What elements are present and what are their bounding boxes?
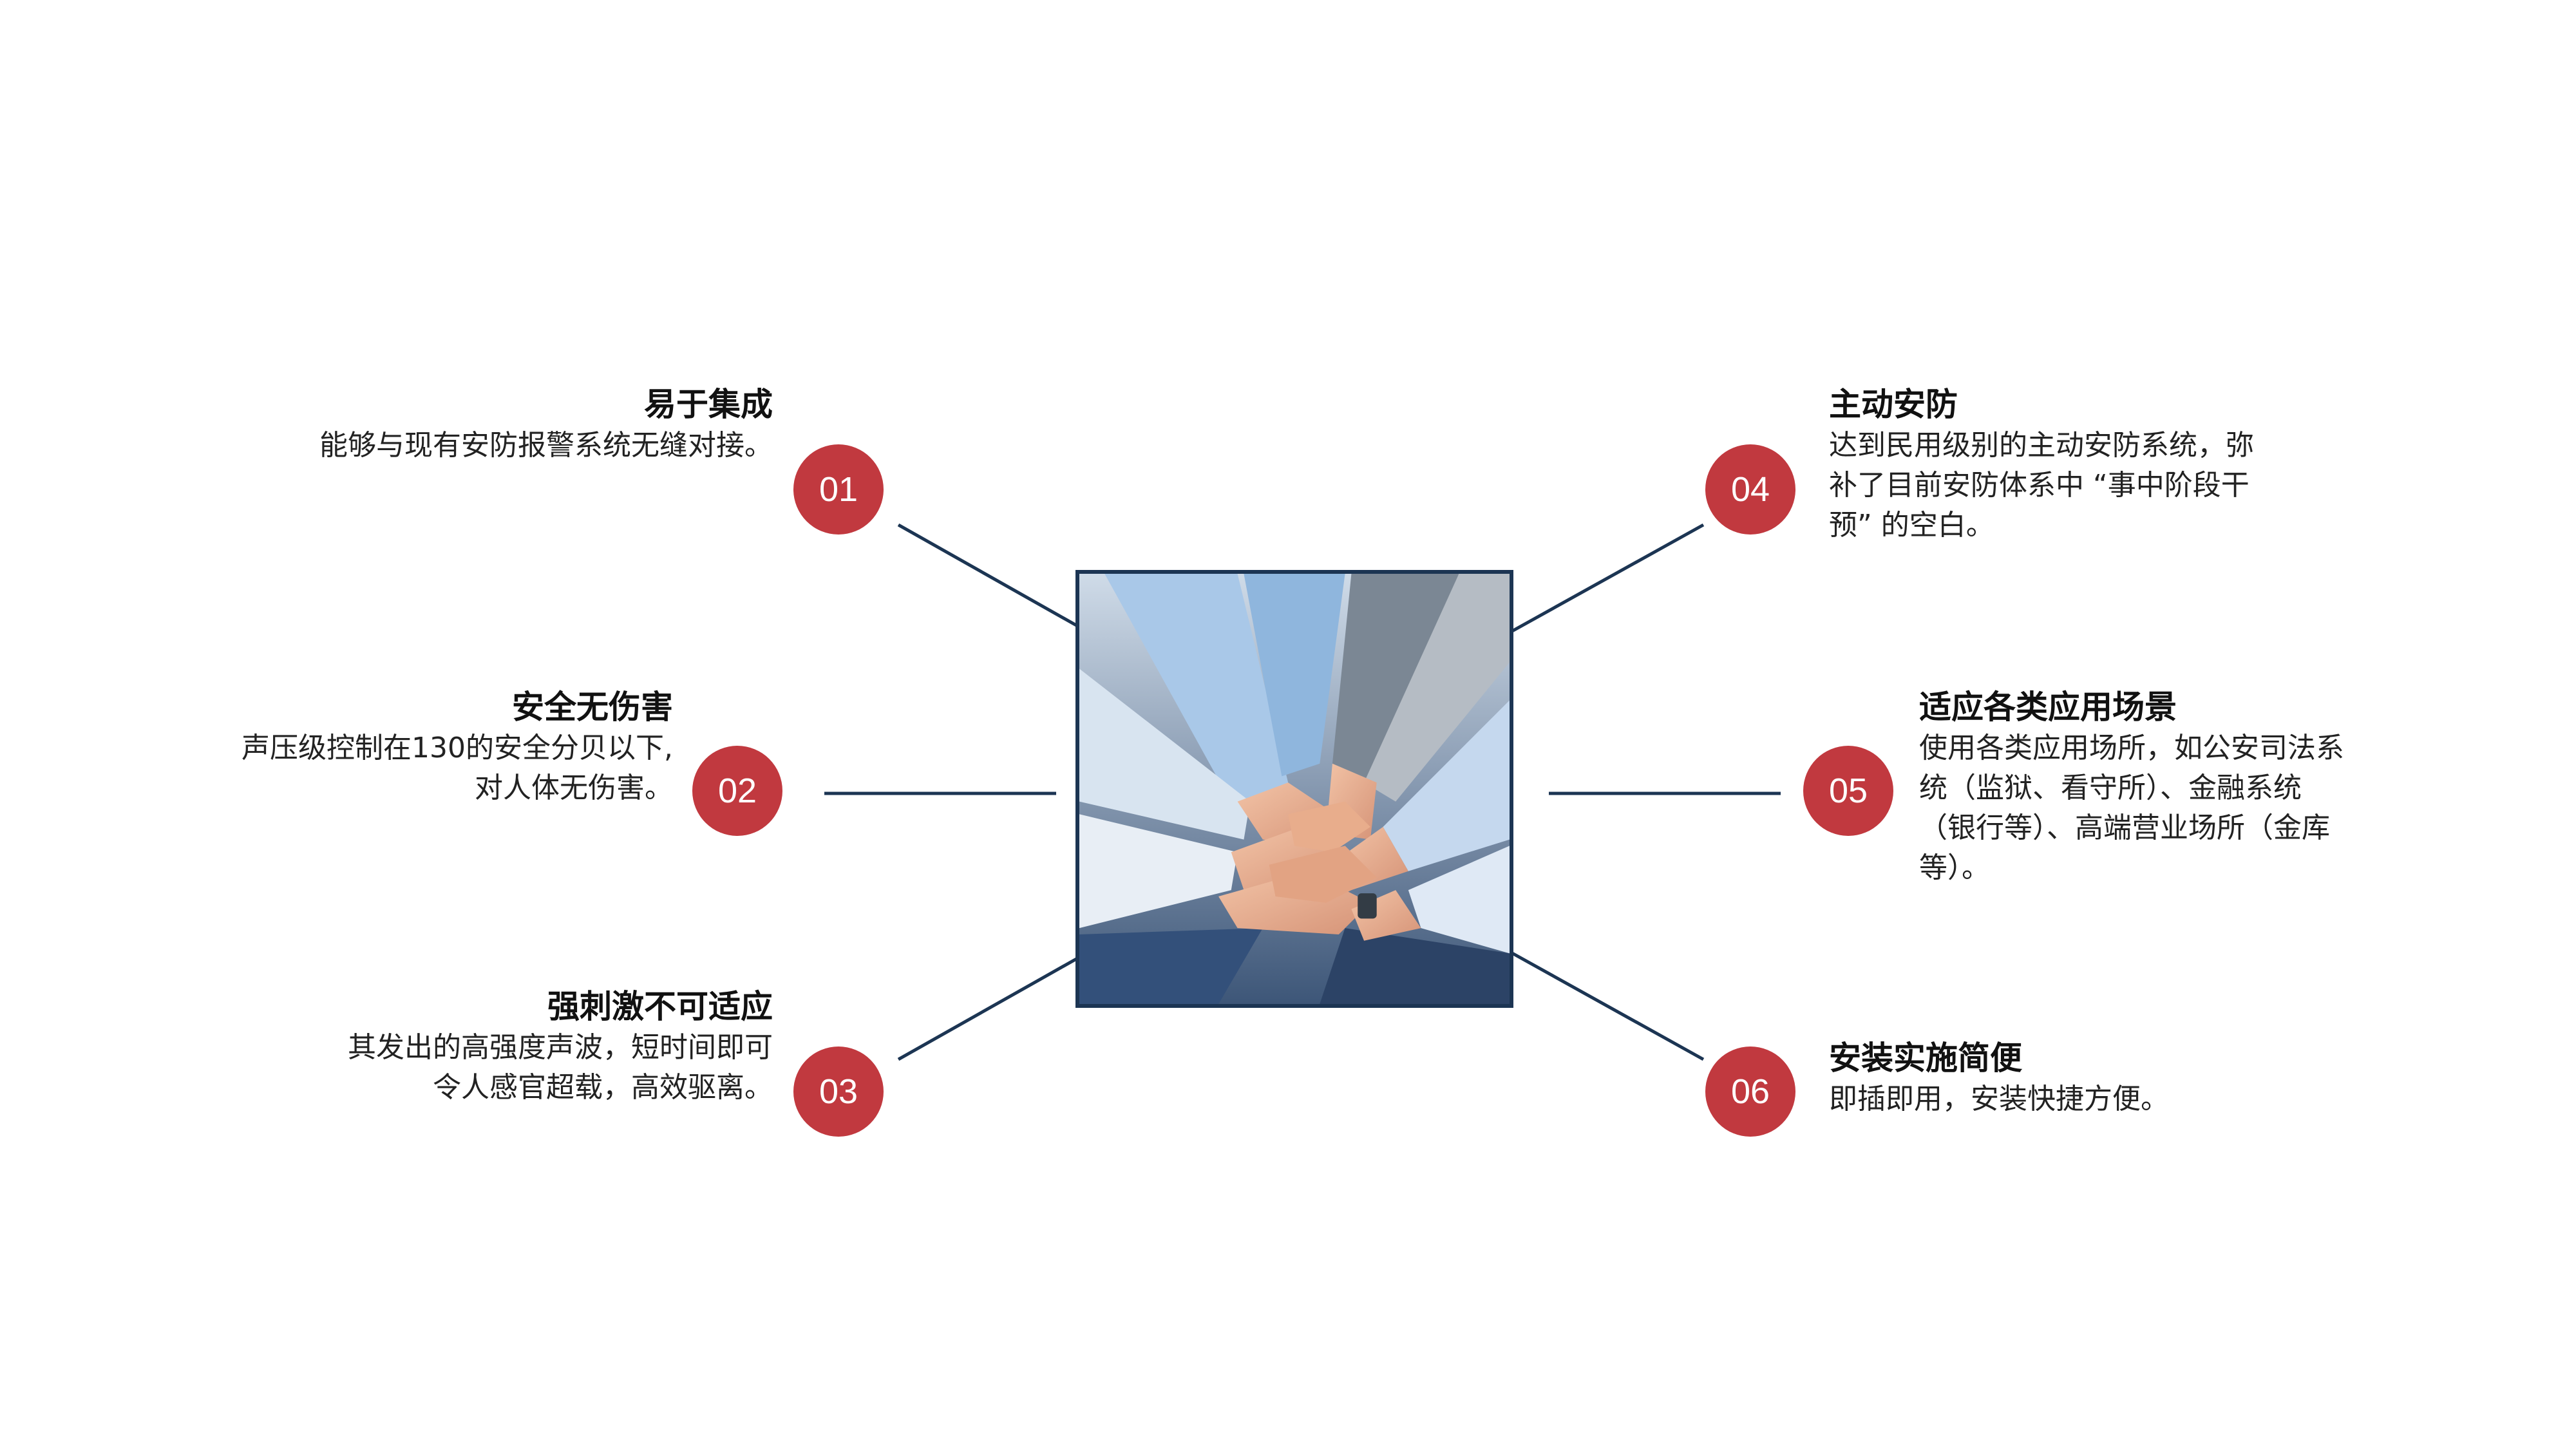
hands-illustration — [1079, 574, 1510, 1004]
feature-title: 适应各类应用场景 — [1919, 688, 2177, 726]
badge-number: 04 — [1730, 470, 1770, 509]
badge-04: 04 — [1705, 444, 1795, 535]
badge-number: 03 — [819, 1072, 858, 1111]
feature-description: 使用各类应用场所，如公安司法系 统（监狱、看守所）、金融系统 （银行等）、高端营… — [1919, 728, 2344, 888]
connector-04 — [1499, 523, 1705, 639]
feature-01: 易于集成 能够与现有安防报警系统无缝对接。 — [319, 383, 773, 466]
badge-05: 05 — [1803, 746, 1893, 836]
description-line: 统（监狱、看守所）、金融系统 — [1919, 772, 2302, 804]
badge-number: 01 — [819, 470, 858, 509]
description-line: 令人感官超载，高效驱离。 — [433, 1071, 773, 1104]
feature-description: 声压级控制在130的安全分贝以下, 对人体无伤害。 — [242, 728, 673, 808]
feature-title: 安全无伤害 — [512, 688, 673, 726]
badge-number: 05 — [1828, 772, 1868, 810]
badge-06: 06 — [1705, 1046, 1795, 1137]
description-line: 对人体无伤害。 — [475, 772, 673, 804]
feature-description: 其发出的高强度声波，短时间即可 令人感官超载，高效驱离。 — [348, 1028, 773, 1108]
description-line: 声压级控制在130的安全分贝以下, — [242, 732, 673, 764]
connector-06 — [1499, 945, 1705, 1061]
description-line: 等）。 — [1919, 851, 1990, 884]
description-line: （银行等）、高端营业场所（金库 — [1919, 811, 2330, 844]
badge-01: 01 — [793, 444, 884, 535]
description-line: 达到民用级别的主动安防系统，弥 — [1829, 429, 2254, 462]
badge-number: 06 — [1730, 1072, 1770, 1111]
feature-title: 易于集成 — [644, 386, 773, 423]
feature-title: 安装实施简便 — [1829, 1039, 2022, 1077]
feature-title: 强刺激不可适应 — [547, 988, 773, 1025]
description-line: 使用各类应用场所，如公安司法系 — [1919, 732, 2344, 764]
badge-03: 03 — [793, 1046, 884, 1137]
badge-number: 02 — [717, 772, 757, 810]
feature-description: 即插即用，安装快捷方便。 — [1829, 1079, 2169, 1119]
feature-05: 适应各类应用场景 使用各类应用场所，如公安司法系 统（监狱、看守所）、金融系统 … — [1919, 686, 2344, 888]
description-line: 即插即用，安装快捷方便。 — [1829, 1083, 2169, 1115]
feature-03: 强刺激不可适应 其发出的高强度声波，短时间即可 令人感官超载，高效驱离。 — [348, 985, 773, 1108]
description-line: 能够与现有安防报警系统无缝对接。 — [319, 429, 773, 462]
feature-description: 达到民用级别的主动安防系统，弥 补了目前安防体系中 “事中阶段干 预” 的空白。 — [1829, 426, 2254, 545]
feature-description: 能够与现有安防报警系统无缝对接。 — [319, 426, 773, 466]
feature-02: 安全无伤害 声压级控制在130的安全分贝以下, 对人体无伤害。 — [242, 686, 673, 808]
badge-02: 02 — [692, 746, 782, 836]
description-line: 其发出的高强度声波，短时间即可 — [348, 1031, 773, 1064]
feature-06: 安装实施简便 即插即用，安装快捷方便。 — [1829, 1037, 2169, 1119]
team-hands-photo — [1075, 570, 1513, 1008]
description-line: 补了目前安防体系中 “事中阶段干 — [1829, 469, 2249, 502]
connector-03 — [897, 945, 1099, 1061]
connector-01 — [897, 523, 1099, 639]
feature-04: 主动安防 达到民用级别的主动安防系统，弥 补了目前安防体系中 “事中阶段干 预”… — [1829, 383, 2254, 545]
description-line: 预” 的空白。 — [1829, 509, 1994, 542]
feature-title: 主动安防 — [1829, 386, 1958, 423]
